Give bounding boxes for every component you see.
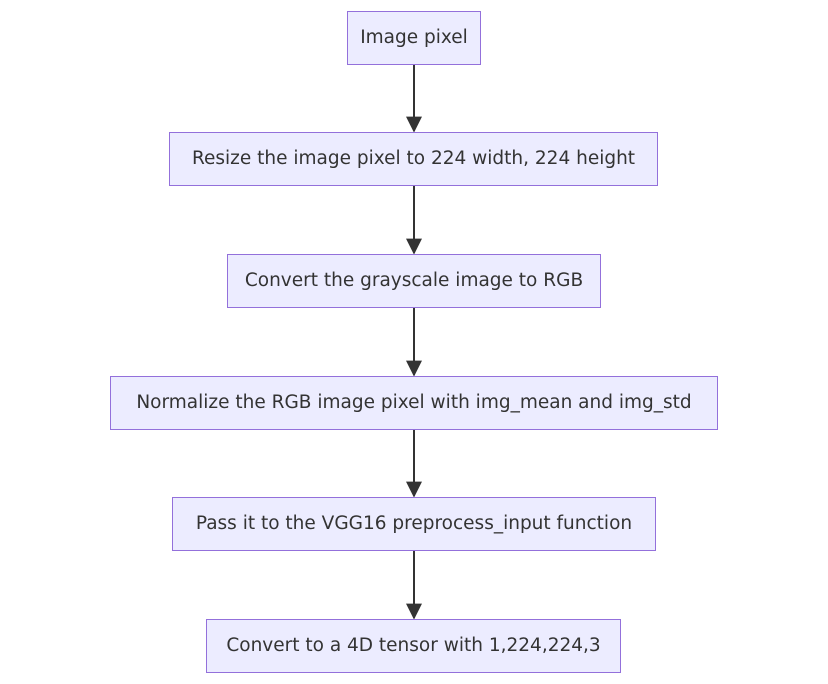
node-tensor: Convert to a 4D tensor with 1,224,224,3 [206, 619, 621, 673]
node-vgg16-label: Pass it to the VGG16 preprocess_input fu… [195, 512, 633, 534]
node-vgg16: Pass it to the VGG16 preprocess_input fu… [172, 497, 656, 551]
node-tensor-label: Convert to a 4D tensor with 1,224,224,3 [226, 634, 601, 656]
node-resize-label: Resize the image pixel to 224 width, 224… [191, 147, 636, 169]
node-convert-rgb: Convert the grayscale image to RGB [227, 254, 601, 308]
node-normalize-label: Normalize the RGB image pixel with img_m… [136, 391, 692, 413]
node-image-pixel: Image pixel [347, 11, 481, 65]
node-resize: Resize the image pixel to 224 width, 224… [169, 132, 658, 186]
node-normalize: Normalize the RGB image pixel with img_m… [110, 376, 718, 430]
node-image-pixel-label: Image pixel [360, 26, 468, 48]
node-convert-rgb-label: Convert the grayscale image to RGB [244, 269, 584, 291]
